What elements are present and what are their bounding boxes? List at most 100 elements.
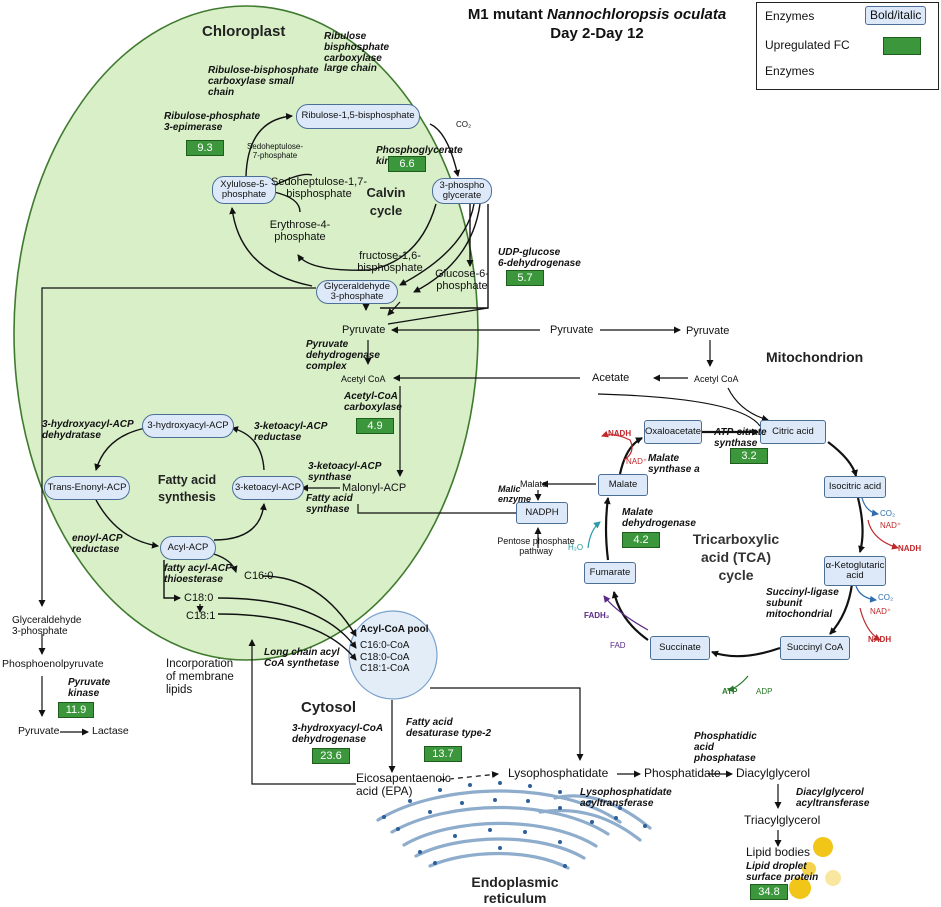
enzyme-enr: enoyl-ACP reductase [72, 533, 123, 555]
enzyme-acc: Acetyl-CoA carboxylase [344, 391, 402, 413]
enzyme-fas: Fatty acid synthase [306, 493, 353, 515]
c18-0: C18:0 [184, 592, 214, 604]
epa-line-1: Eicosapentaenoic [356, 771, 451, 785]
tca-label-3: cycle [718, 567, 754, 584]
sedo7p-line-1: Sedoheptulose- [246, 142, 304, 151]
fc-badge-pgk: 6.6 [388, 156, 426, 172]
xylu-line-2: phosphate [221, 189, 267, 200]
enzyme-ldsp: Lipid droplet surface protein [746, 861, 819, 883]
fas-label-1: Fatty acid [157, 473, 217, 487]
enzyme-kas: 3-ketoacyl-ACP synthase [308, 461, 382, 483]
nadh-label-2: NADH [898, 544, 922, 553]
enzyme-udpg: UDP-glucose 6-dehydrogenase [498, 247, 581, 269]
title-part-1: M1 mutant [467, 6, 547, 23]
endoplasmic-reticulum-graphic [376, 789, 652, 870]
incorp-line-3: lipids [166, 684, 193, 697]
tca-label-2: acid (TCA) [701, 549, 771, 566]
g6p-line-1: Glucose-6- [435, 268, 489, 280]
enzyme-kar: 3-ketoacyl-ACP reductase [254, 421, 328, 443]
lipid-bodies: Lipid bodies [746, 845, 811, 859]
nadh-label-3: NADH [868, 635, 892, 644]
epa-line-2: acid (EPA) [356, 784, 413, 799]
enzyme-pap: Phosphatidic acid phosphatase [694, 731, 757, 764]
incorp-line-2: of membrane [166, 671, 234, 684]
tca-cycle-label: Tricarboxylic acid (TCA)cycle [684, 530, 788, 585]
ribosome-dots [382, 781, 647, 868]
pyruvate-cytosol: Pyruvate [550, 324, 594, 336]
malate-out: Malate [520, 479, 548, 489]
enzyme-rubisco-small: Ribulose-bisphosphate carboxylase small … [208, 65, 319, 98]
pool-c18-0: C18:0-CoA [360, 651, 410, 663]
legend-enzymes-style: Bold/italic [865, 6, 927, 26]
fas-cycle-arrows [94, 426, 357, 661]
atp-label: ATP [722, 687, 738, 696]
calvin-cycle-arrows [229, 113, 489, 311]
xylu-line-1: Xylulose-5- [220, 178, 268, 190]
tca-cycle-arrows [603, 428, 865, 658]
diacylglycerol: Diacylglycerol [736, 766, 811, 780]
legend-upregulated-swatch [883, 37, 921, 55]
fc-badge-acl: 3.2 [730, 448, 768, 464]
nadph-box: NADPH [516, 502, 568, 524]
acetyl-coa-mito: Acetyl CoA [694, 374, 739, 384]
xylu-label: Xylulose-5-phosphate [220, 178, 268, 201]
sedo17-line-1: Sedoheptulose-1,7- [270, 176, 367, 188]
fad-label: FAD [610, 641, 626, 650]
tca-label-1: Tricarboxylic [692, 531, 780, 547]
calvin-label-2: cycle [369, 202, 403, 218]
fc-badge-ldsp: 34.8 [750, 884, 788, 900]
lipid-droplets [789, 837, 841, 899]
pyruvate-chloroplast: Pyruvate [342, 324, 386, 336]
pool-c16-0: C16:0-CoA [360, 640, 410, 651]
enzyme-acl: ATP-citrate synthase [714, 427, 767, 449]
title-part-2: Day 2-Day 12 [550, 24, 644, 42]
enzyme-fad2: Fatty acid desaturase type-2 [406, 717, 492, 739]
legend-enzymes-label: Enzymes [765, 9, 815, 23]
enzyme-dgat: Diacylglycerol acyltransferase [796, 787, 870, 809]
fc-badge-hcd: 23.6 [312, 748, 350, 764]
fadh2-label: FADH₂ [584, 611, 610, 620]
fructose-16bp: fructose-1,6-bisphosphate [350, 250, 430, 275]
acyl-coa-pool-label: Acyl-CoA pool [360, 624, 429, 635]
fc-badge-mdh: 4.2 [622, 532, 660, 548]
enzyme-ms: Malate synthase a [648, 453, 700, 475]
g3p-line-2: 3-phosphate [330, 291, 384, 302]
h2o-label: H₂O [568, 543, 584, 552]
co2-label-1: CO₂ [880, 509, 896, 518]
chloroplast-compartment [13, 5, 479, 661]
fc-badge-udpg: 5.7 [506, 270, 544, 286]
er-label-1: Endoplasmic [471, 874, 559, 890]
incorp-line-1: Incorporation [166, 658, 234, 670]
pga-line-2: glycerate [442, 190, 482, 201]
figure-title: M1 mutant Nannochloropsis oculata Day 2-… [452, 6, 742, 44]
nad-label-1: NAD⁺ [626, 457, 648, 466]
gap-cyt-line-1: Glyceraldehyde [12, 615, 82, 626]
rubp-box: Ribulose-1,5-bisphosphate [296, 104, 420, 129]
e4p-line-1: Erythrose-4- [269, 219, 331, 231]
nad-label-2: NAD⁺ [880, 521, 902, 530]
xylulose-box: Xylulose-5-phosphate [212, 176, 276, 204]
c16-0: C16:0 [244, 570, 274, 582]
enzyme-scs: Succinyl-ligase subunit mitochondrial [766, 587, 839, 620]
chloroplast-label: Chloroplast [202, 23, 286, 40]
g3p-line-1: Glyceraldehyde [323, 280, 390, 292]
phosphoenolpyruvate: Phosphoenolpyruvate [2, 658, 104, 670]
erythrose-4p: Erythrose-4-phosphate [262, 219, 338, 244]
c18-1: C18:1 [186, 610, 216, 622]
calvin-co2: CO₂ [456, 120, 472, 129]
enzyme-lpaat: Lysophosphatidate acyltransferase [580, 787, 672, 809]
enzyme-hadh: 3-hydroxyacyl-ACP dehydratase [42, 419, 134, 441]
enzyme-mdh: Malate dehydrogenase [622, 507, 696, 529]
